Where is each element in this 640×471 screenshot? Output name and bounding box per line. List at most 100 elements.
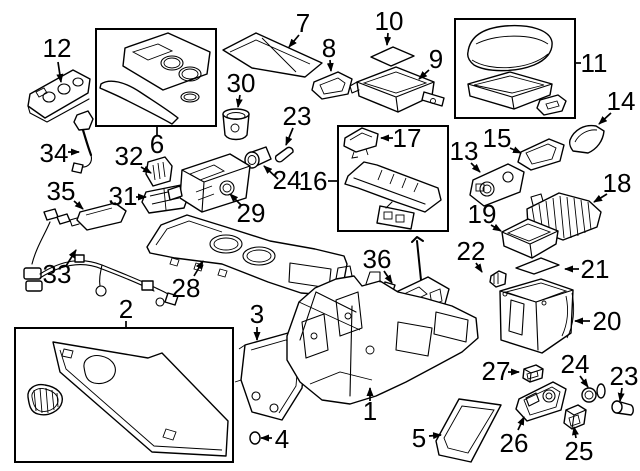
callout-label-7: 7: [296, 8, 310, 38]
callout-31: 31: [109, 181, 147, 211]
callout-label-28: 28: [172, 273, 201, 303]
callout-29: 29: [229, 193, 266, 228]
part-24-bottom-outlet: [581, 383, 606, 403]
part-13-switch-panel: [469, 163, 525, 207]
callout-21: 21: [564, 254, 610, 284]
callout-7: 7: [288, 8, 310, 48]
callout-label-14: 14: [607, 86, 636, 116]
callout-label-6: 6: [150, 129, 164, 159]
part-19-bin: [501, 218, 559, 259]
part-6-trim-strip: [99, 80, 179, 125]
part-24-top-socket: [244, 146, 272, 169]
callout-11: 11: [575, 48, 608, 78]
part-9-tray: [349, 66, 445, 113]
part-26-outlet-panel: [515, 381, 567, 422]
callout-35: 35: [47, 176, 84, 210]
callout-6: 6: [150, 127, 164, 159]
part-8-bezel: [311, 71, 353, 100]
callout-label-36: 36: [363, 244, 392, 274]
part-6-ring: [180, 91, 200, 103]
callout-label-9: 9: [429, 44, 443, 74]
callout-label-11: 11: [581, 48, 608, 78]
callout-label-33: 33: [43, 259, 72, 289]
part-32-switch: [145, 156, 173, 187]
callout-label-25: 25: [565, 436, 594, 466]
callout-label-32: 32: [115, 141, 144, 171]
callout-24-top: 24: [263, 165, 302, 195]
callout-label-19: 19: [468, 199, 497, 229]
callout-label-20: 20: [593, 306, 622, 336]
callout-label-24-bottom: 24: [561, 349, 590, 379]
callout-label-22: 22: [457, 236, 486, 266]
part-22-clip: [489, 270, 507, 288]
part-35-bracket: [69, 202, 127, 231]
callout-24-bottom: 24: [561, 349, 590, 388]
callout-label-12: 12: [43, 33, 72, 63]
callout-label-23-top: 23: [283, 101, 312, 131]
part-11-armrest: [466, 24, 567, 116]
callout-3: 3: [250, 299, 264, 341]
callout-5: 5: [412, 423, 442, 453]
callout-1: 1: [363, 387, 377, 426]
part-14-trim: [568, 124, 605, 154]
part-1-console-body: [286, 265, 479, 405]
box-11: [454, 18, 576, 119]
callout-4: 4: [260, 424, 289, 454]
callout-label-30: 30: [227, 68, 256, 98]
callout-8: 8: [322, 33, 336, 72]
callout-label-26: 26: [500, 428, 529, 458]
part-2-side-panel: [27, 341, 229, 457]
callout-16: 16: [299, 166, 338, 196]
callout-28: 28: [172, 260, 204, 303]
callout-14: 14: [598, 86, 636, 125]
box-6: [95, 28, 217, 127]
callout-label-24-top: 24: [273, 165, 302, 195]
callout-33: 33: [43, 249, 77, 289]
part-23-top-cylinder: [274, 146, 294, 163]
callout-22: 22: [457, 236, 486, 273]
callout-label-3: 3: [250, 299, 264, 329]
part-7-panel-mat: [222, 32, 323, 78]
part-6-console-trim-plate: [99, 32, 211, 125]
callout-label-35: 35: [47, 176, 76, 206]
callout-13: 13: [450, 136, 481, 173]
part-15-vent: [517, 138, 565, 171]
callout-15: 15: [483, 123, 522, 154]
callout-label-31: 31: [109, 181, 138, 211]
callout-10: 10: [375, 6, 404, 46]
callout-label-17: 17: [393, 123, 422, 153]
callout-9: 9: [418, 44, 443, 80]
callout-12: 12: [43, 33, 72, 83]
callout-2: 2: [119, 294, 133, 328]
part-23-bottom-cap: [611, 400, 634, 416]
box-16: [337, 125, 449, 232]
callout-label-21: 21: [581, 254, 610, 284]
callout-36: 36: [363, 244, 393, 284]
part-10-mat: [370, 46, 415, 67]
callout-label-18: 18: [603, 168, 632, 198]
callout-32: 32: [115, 141, 152, 174]
callout-label-10: 10: [375, 6, 404, 36]
part-4-clip: [249, 431, 261, 445]
callout-label-16: 16: [299, 166, 328, 196]
callout-label-8: 8: [322, 33, 336, 63]
part-25-outlet: [563, 404, 587, 430]
part-12-switch-panel: [27, 69, 91, 123]
callout-label-15: 15: [483, 123, 512, 153]
callout-18: 18: [593, 168, 632, 203]
part-17-connector: [343, 127, 379, 159]
part-30-cup: [222, 108, 250, 141]
callout-label-1: 1: [363, 396, 377, 426]
callout-19: 19: [468, 199, 502, 232]
part-34-shift-lever: [71, 110, 94, 174]
callout-label-23-bottom: 23: [610, 361, 639, 391]
callout-label-27: 27: [482, 356, 511, 386]
callout-label-29: 29: [237, 198, 266, 228]
part-20-storage-box: [499, 278, 575, 354]
callout-label-13: 13: [450, 136, 479, 166]
callout-23-bottom: 23: [610, 361, 639, 402]
box-2: [14, 327, 234, 463]
callout-17: 17: [380, 123, 422, 153]
